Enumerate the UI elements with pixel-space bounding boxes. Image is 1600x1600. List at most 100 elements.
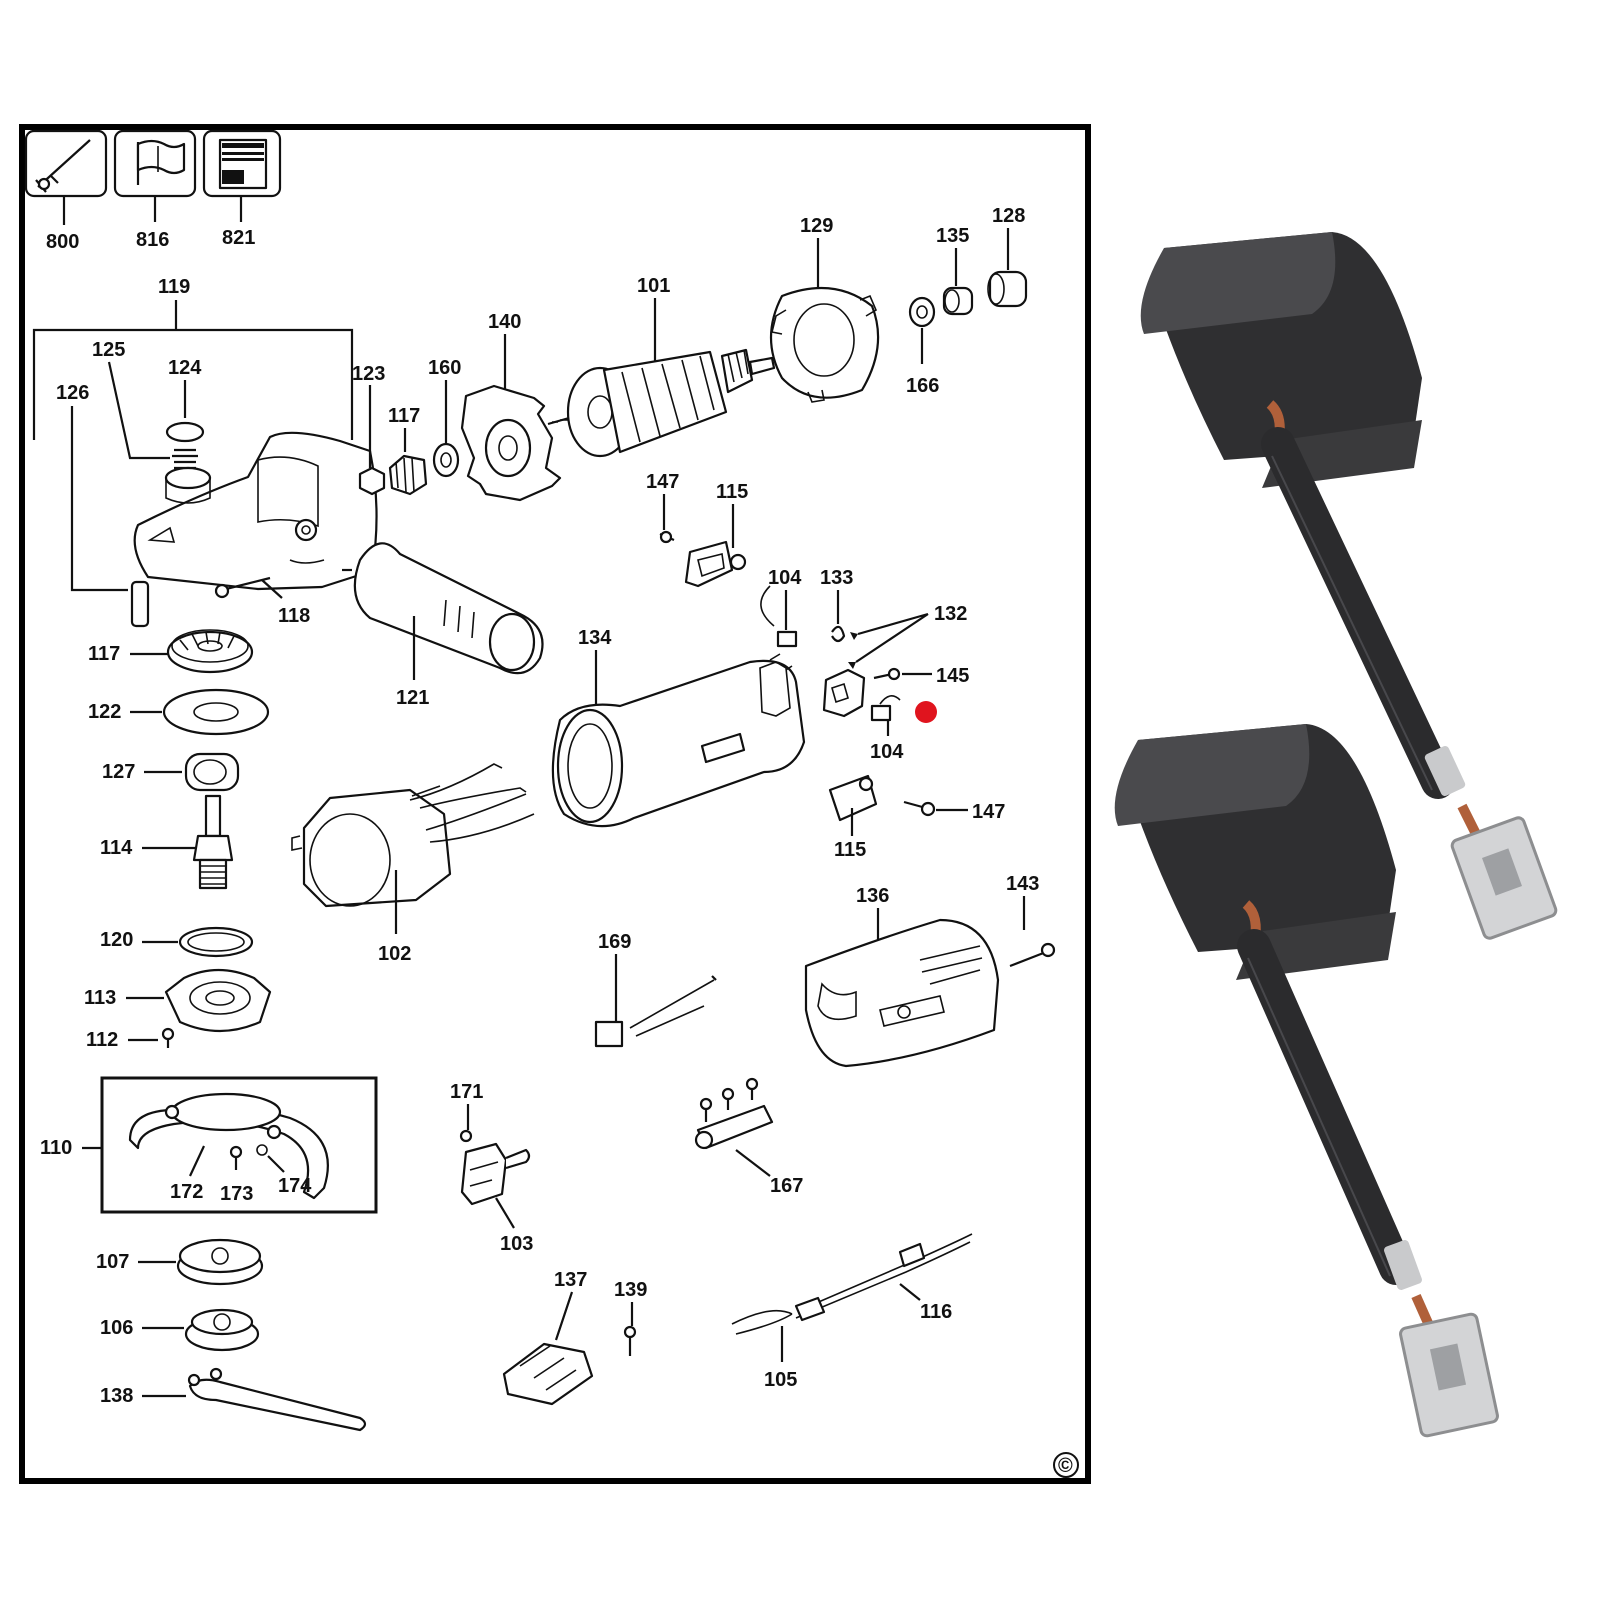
spring-125 xyxy=(172,448,198,470)
carbon-brush-photo-lower xyxy=(1114,724,1499,1438)
screw-145 xyxy=(873,667,901,681)
part-label-133: 133 xyxy=(820,567,853,589)
part-label-136: 136 xyxy=(856,885,889,907)
part-label-128: 128 xyxy=(992,205,1025,227)
brush-holder-132 xyxy=(822,668,866,718)
copyright-mark: © xyxy=(1053,1452,1079,1478)
part-label-107: 107 xyxy=(96,1251,129,1273)
part-label-118: 118 xyxy=(278,605,310,627)
part-label-800: 800 xyxy=(46,231,79,253)
part-label-821: 821 xyxy=(222,227,255,249)
part-label-147b: 147 xyxy=(972,801,1005,823)
brush-cap-115b xyxy=(828,774,878,822)
screw-147a xyxy=(659,530,675,544)
bearing-135 xyxy=(942,286,974,316)
group-bracket-119 xyxy=(32,300,354,440)
icon-box-821[interactable]: 821 xyxy=(202,129,282,249)
o-ring-120 xyxy=(178,926,254,958)
part-label-135: 135 xyxy=(936,225,969,247)
part-label-166: 166 xyxy=(906,375,939,397)
part-label-114: 114 xyxy=(100,837,133,859)
lock-nut-106 xyxy=(184,1308,260,1352)
pinion-117 xyxy=(388,454,428,496)
screw-147b xyxy=(903,800,936,817)
part-label-160: 160 xyxy=(428,357,461,379)
carbon-brush-photo-upper xyxy=(1140,232,1558,940)
cable-clamp-137 xyxy=(502,1342,594,1406)
part-label-113: 113 xyxy=(84,987,116,1009)
bevel-gear-117 xyxy=(166,629,254,674)
flag-icon xyxy=(136,139,186,185)
part-label-139: 139 xyxy=(614,1279,647,1301)
icon-box-800[interactable]: 800 xyxy=(24,129,108,253)
part-label-169: 169 xyxy=(598,931,631,953)
document-icon xyxy=(218,138,268,190)
armature-101 xyxy=(547,348,776,458)
part-label-102: 102 xyxy=(378,943,411,965)
svg-text:©: © xyxy=(1058,1455,1073,1477)
part-label-120: 120 xyxy=(100,929,133,951)
part-label-119: 119 xyxy=(158,276,190,298)
washer-174 xyxy=(256,1144,268,1156)
brush-cap-115a xyxy=(684,540,747,588)
part-label-134: 134 xyxy=(578,627,612,649)
part-label-174: 174 xyxy=(278,1175,312,1197)
screw-143 xyxy=(1009,942,1056,968)
part-label-171: 171 xyxy=(450,1081,483,1103)
side-handle-121 xyxy=(342,542,544,675)
bearing-plate-113 xyxy=(164,968,272,1033)
part-label-143: 143 xyxy=(1006,873,1039,895)
part-label-137: 137 xyxy=(554,1269,587,1291)
part-label-121: 121 xyxy=(396,687,429,709)
part-label-117a: 117 xyxy=(388,405,420,427)
part-label-122: 122 xyxy=(88,701,121,723)
part-label-126: 126 xyxy=(56,382,89,404)
carbon-brush-104b xyxy=(870,695,901,722)
field-stator-102 xyxy=(291,763,535,908)
part-label-116: 116 xyxy=(920,1301,952,1323)
screw-139 xyxy=(623,1325,637,1356)
part-label-104b: 104 xyxy=(870,741,904,763)
pin-spanner-138 xyxy=(187,1367,367,1432)
o-ring-124 xyxy=(165,421,205,443)
part-label-140: 140 xyxy=(488,311,521,333)
bearing-160 xyxy=(432,442,460,478)
part-label-104a: 104 xyxy=(768,567,802,589)
washer-166 xyxy=(908,296,936,328)
part-label-117b: 117 xyxy=(88,643,120,665)
screw-171 xyxy=(459,1129,473,1143)
icon-box-816[interactable]: 816 xyxy=(113,129,197,251)
cable-tie-169 xyxy=(594,975,717,1048)
part-label-110: 110 xyxy=(40,1137,72,1159)
baffle-140 xyxy=(460,384,562,502)
terminal-block-167 xyxy=(694,1077,774,1150)
part-label-101: 101 xyxy=(637,275,670,297)
part-label-124: 124 xyxy=(168,357,202,379)
motor-housing-134 xyxy=(551,653,806,828)
screw-112 xyxy=(161,1027,175,1048)
part-label-138: 138 xyxy=(100,1385,133,1407)
part-label-115a: 115 xyxy=(716,481,748,503)
flange-107 xyxy=(176,1238,264,1286)
nut-123 xyxy=(358,466,386,496)
screw-173 xyxy=(229,1145,243,1170)
part-label-115b: 115 xyxy=(834,839,866,861)
part-label-147a: 147 xyxy=(646,471,679,493)
flange-122 xyxy=(162,688,270,736)
part-label-132: 132 xyxy=(934,603,967,625)
part-label-172: 172 xyxy=(170,1181,203,1203)
part-label-105: 105 xyxy=(764,1369,797,1391)
spring-133 xyxy=(831,625,846,643)
part-label-129: 129 xyxy=(800,215,833,237)
part-label-145: 145 xyxy=(936,665,969,687)
carbon-brush-104a xyxy=(760,585,798,648)
part-label-127: 127 xyxy=(102,761,135,783)
rear-cover-136 xyxy=(804,918,1000,1068)
wheel-guard-110 xyxy=(128,1092,329,1200)
spindle-114 xyxy=(192,794,234,890)
switch-103 xyxy=(460,1142,531,1206)
part-label-103: 103 xyxy=(500,1233,533,1255)
cord-wires-105 xyxy=(731,1309,793,1335)
highlight-marker[interactable] xyxy=(915,701,937,723)
